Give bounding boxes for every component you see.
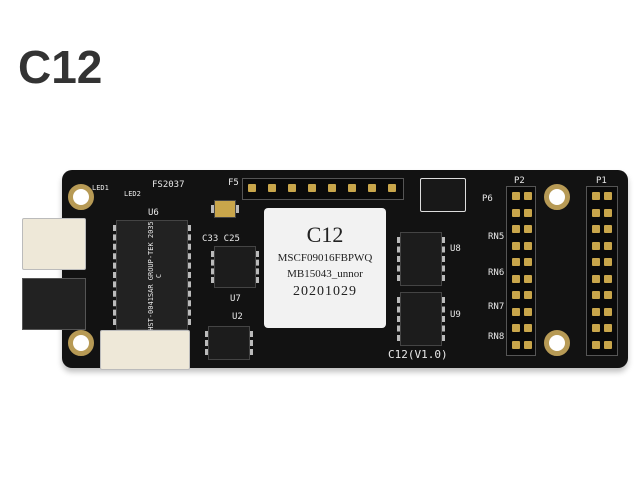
ic-u9	[397, 292, 445, 346]
chip-label: C12 MSCF09016FBPWQ MB15043_unnor 2020102…	[264, 208, 386, 328]
product-title: C12	[18, 41, 103, 93]
header-pin	[604, 258, 612, 266]
header-pin	[604, 307, 612, 316]
silk-u7: U7	[230, 294, 241, 304]
silk-u6: U6	[148, 208, 159, 218]
header-pin	[604, 324, 612, 332]
header-pin	[524, 208, 532, 217]
header-pin	[512, 324, 520, 332]
header-pin	[592, 192, 600, 200]
header-pin	[592, 307, 600, 316]
header-pin	[592, 225, 600, 233]
silk-fs: FS2037	[152, 180, 185, 190]
header-p1	[586, 186, 618, 356]
header-pin	[288, 184, 296, 192]
header-pin	[308, 184, 316, 192]
crystal	[211, 200, 239, 218]
header-pin	[524, 192, 532, 200]
silk-u9: U9	[450, 310, 461, 320]
header-pin	[604, 192, 612, 200]
ic-u2	[205, 326, 253, 360]
silk-rn7: RN7	[488, 302, 505, 312]
header-pin	[604, 340, 612, 349]
header-pin	[524, 340, 532, 349]
chip-line2: MB15043_unnor	[287, 268, 363, 280]
header-pin	[604, 291, 612, 299]
silk-led2: LED2	[124, 190, 141, 198]
header-pin	[524, 241, 532, 250]
header-pin	[512, 291, 520, 299]
header-pin	[368, 184, 376, 192]
header-pin	[524, 324, 532, 332]
header-pin	[268, 184, 276, 192]
header-pin	[512, 192, 520, 200]
mount-hole	[68, 184, 94, 210]
header-pin	[592, 340, 600, 349]
header-pin	[348, 184, 356, 192]
connector-white-p6	[420, 178, 466, 212]
header-pin	[512, 225, 520, 233]
header-pin	[592, 208, 600, 217]
transformer-text: HST-0041SAR GROUP-TEK 2035 C	[147, 221, 163, 331]
silk-p2: P2	[514, 176, 525, 186]
connector-white-left	[22, 218, 86, 270]
silk-p6: P6	[482, 194, 493, 204]
chip-date: 20201029	[293, 284, 357, 299]
header-pin	[604, 208, 612, 217]
header-pin	[592, 274, 600, 283]
silk-led1: LED1	[92, 184, 109, 192]
header-pin	[524, 225, 532, 233]
connector-white-bottom	[100, 330, 190, 370]
silk-p1: P1	[596, 176, 607, 186]
header-pin	[592, 241, 600, 250]
header-pin	[524, 274, 532, 283]
silk-version: C12(V1.0)	[388, 348, 448, 361]
header-pin	[604, 274, 612, 283]
silk-rn5: RN5	[488, 232, 505, 242]
header-pin	[592, 324, 600, 332]
header-pin	[604, 225, 612, 233]
chip-model: C12	[306, 222, 344, 247]
header-pin	[592, 258, 600, 266]
mount-hole	[544, 330, 570, 356]
ic-u7	[211, 246, 259, 288]
header-pin	[512, 258, 520, 266]
silk-f5: F5	[228, 178, 239, 188]
header-pin	[592, 291, 600, 299]
chip-line1: MSCF09016FBPWQ	[277, 252, 373, 264]
silk-u8: U8	[450, 244, 461, 254]
header-pin	[512, 274, 520, 283]
ic-u8	[397, 232, 445, 286]
transformer	[113, 220, 191, 330]
header-pin	[328, 184, 336, 192]
header-pin	[524, 291, 532, 299]
header-pin	[388, 184, 396, 192]
mount-hole	[68, 330, 94, 356]
mount-hole	[544, 184, 570, 210]
header-pin	[512, 241, 520, 250]
silk-c33c25: C33 C25	[202, 234, 240, 244]
silk-rn8: RN8	[488, 332, 505, 342]
silk-u2: U2	[232, 312, 243, 322]
header-pin	[524, 307, 532, 316]
connector-black-left	[22, 278, 86, 330]
header-pin	[512, 307, 520, 316]
header-pin	[524, 258, 532, 266]
header-pin	[248, 184, 256, 192]
silk-rn6: RN6	[488, 268, 505, 278]
header-pin	[512, 340, 520, 349]
header-pin	[512, 208, 520, 217]
header-pin	[604, 241, 612, 250]
header-f5	[242, 178, 404, 200]
